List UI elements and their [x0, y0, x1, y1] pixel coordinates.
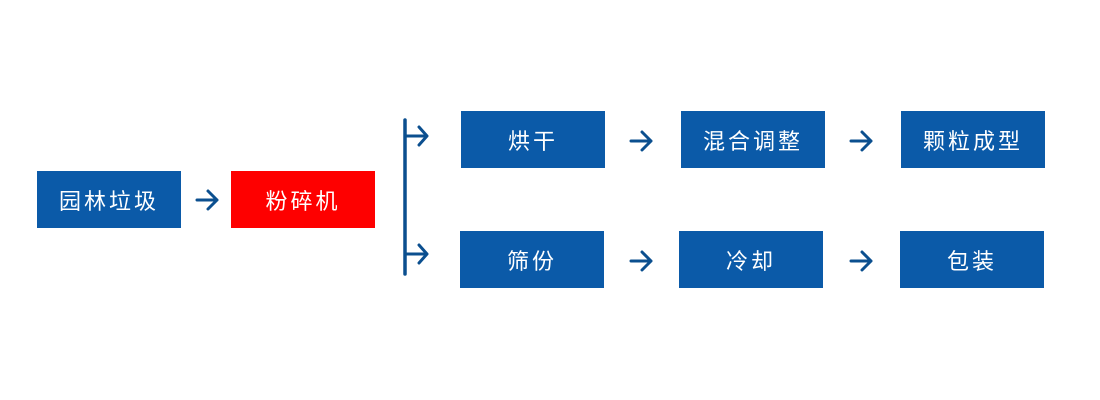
arrow-right-icon: [849, 130, 873, 152]
step-pelletizing: 颗粒成型: [901, 111, 1045, 168]
arrow-right-icon: [629, 250, 653, 272]
step-mixing: 混合调整: [681, 111, 825, 168]
step-drying: 烘干: [461, 111, 605, 168]
branch-bracket-icon: [403, 118, 429, 276]
arrow-right-icon: [195, 189, 219, 211]
step-packaging: 包装: [900, 231, 1044, 288]
step-screening: 筛份: [460, 231, 604, 288]
arrow-right-icon: [629, 130, 653, 152]
step-cooling: 冷却: [679, 231, 823, 288]
step-garden-waste: 园林垃圾: [37, 171, 181, 228]
arrow-right-icon: [849, 250, 873, 272]
step-crusher: 粉碎机: [231, 171, 375, 228]
